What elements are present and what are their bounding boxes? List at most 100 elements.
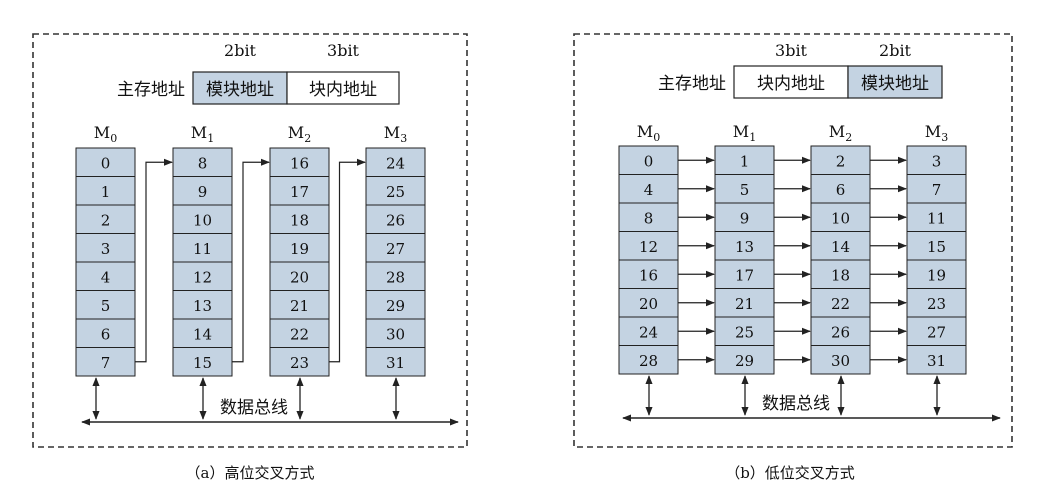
memory-cell	[172, 233, 233, 263]
memory-cell	[75, 318, 136, 348]
memory-cell	[172, 318, 233, 348]
memory-cell	[365, 176, 426, 206]
memory-cell	[906, 259, 967, 289]
memory-cell-value: 6	[836, 181, 846, 199]
memory-cell	[75, 176, 136, 206]
memory-cell-value: 6	[101, 325, 111, 343]
panel-high-order-interleaving: 主存地址模块地址2bit块内地址3bitM001234567M189101112…	[32, 33, 468, 448]
memory-cell	[269, 347, 330, 377]
memory-cell-value: 21	[735, 295, 754, 313]
memory-cell-value: 10	[831, 209, 850, 227]
memory-cell-value: 7	[932, 181, 942, 199]
memory-cell	[810, 174, 871, 204]
memory-cell	[906, 174, 967, 204]
memory-cell	[618, 345, 679, 375]
bus-label: 数据总线	[762, 394, 830, 414]
memory-cell-value: 18	[290, 211, 309, 229]
memory-cell-value: 29	[386, 297, 405, 315]
memory-cell	[269, 147, 330, 177]
bit-width-label: 3bit	[775, 41, 808, 60]
memory-cell	[618, 174, 679, 204]
memory-cell	[172, 147, 233, 177]
module-header: M3	[384, 123, 407, 145]
memory-cell-value: 28	[639, 352, 658, 370]
memory-cell-value: 16	[639, 266, 658, 284]
address-field-label: 块内地址	[309, 80, 377, 100]
memory-cell-value: 10	[193, 211, 212, 229]
memory-cell-value: 14	[193, 325, 212, 343]
block-address-field	[286, 71, 400, 105]
memory-cell	[172, 347, 233, 377]
memory-cell	[269, 176, 330, 206]
memory-cell-value: 30	[831, 352, 850, 370]
bit-width-label: 2bit	[879, 41, 912, 60]
address-field-label: 模块地址	[861, 74, 929, 94]
bit-width-label: 2bit	[224, 41, 257, 60]
memory-cell-value: 25	[386, 183, 405, 201]
memory-cell	[714, 174, 775, 204]
memory-cell	[172, 290, 233, 320]
memory-cell-value: 13	[735, 238, 754, 256]
memory-cell	[75, 233, 136, 263]
memory-cell-value: 17	[290, 183, 309, 201]
memory-cell-value: 19	[927, 266, 946, 284]
memory-cell-value: 22	[831, 295, 850, 313]
memory-cell	[269, 290, 330, 320]
memory-cell	[75, 290, 136, 320]
memory-cell	[365, 147, 426, 177]
module-header: M2	[288, 123, 311, 145]
memory-cell-value: 8	[198, 154, 208, 172]
memory-cell	[618, 231, 679, 261]
module-header: M1	[191, 123, 214, 145]
memory-cell-value: 14	[831, 238, 850, 256]
dashed-frame	[32, 33, 468, 448]
bit-width-label: 3bit	[327, 41, 360, 60]
memory-cell	[714, 345, 775, 375]
memory-cell	[906, 288, 967, 318]
memory-cell-value: 28	[386, 268, 405, 286]
memory-cell	[906, 145, 967, 175]
caption-a: （a）高位交叉方式	[186, 464, 315, 482]
caption-b: （b）低位交叉方式	[725, 464, 855, 482]
memory-cell	[906, 345, 967, 375]
block-address-field	[733, 65, 849, 99]
memory-cell-value: 1	[101, 183, 111, 201]
memory-cell	[365, 347, 426, 377]
memory-cell-value: 22	[290, 325, 309, 343]
sequence-arrow	[135, 158, 173, 363]
address-field-label: 模块地址	[206, 80, 274, 100]
module-header: M2	[829, 122, 852, 144]
memory-cell-value: 1	[740, 152, 750, 170]
bus-label: 数据总线	[220, 398, 288, 418]
memory-cell	[810, 145, 871, 175]
memory-cell-value: 19	[290, 240, 309, 258]
memory-cell	[810, 316, 871, 346]
memory-cell-value: 24	[639, 323, 658, 341]
sequence-arrow	[329, 158, 366, 363]
memory-cell	[810, 259, 871, 289]
memory-cell	[714, 202, 775, 232]
memory-cell-value: 3	[101, 240, 111, 258]
panel-low-order-interleaving: 主存地址块内地址3bit模块地址2bitM00481216202428M1159…	[573, 33, 1013, 448]
memory-cell	[618, 288, 679, 318]
memory-cell	[172, 261, 233, 291]
memory-cell-value: 18	[831, 266, 850, 284]
module-address-field	[847, 65, 943, 99]
memory-cell	[906, 316, 967, 346]
memory-cell-value: 15	[927, 238, 946, 256]
memory-cell-value: 26	[831, 323, 850, 341]
memory-cell-value: 23	[290, 354, 309, 372]
memory-cell-value: 30	[386, 325, 405, 343]
memory-cell-value: 2	[836, 152, 846, 170]
memory-cell-value: 12	[193, 268, 212, 286]
memory-cell-value: 20	[639, 295, 658, 313]
module-header: M1	[733, 122, 756, 144]
address-label: 主存地址	[117, 80, 185, 100]
memory-cell	[269, 233, 330, 263]
module-header: M0	[637, 122, 660, 144]
memory-cell	[172, 204, 233, 234]
memory-cell	[618, 316, 679, 346]
memory-cell	[906, 231, 967, 261]
memory-cell-value: 9	[198, 183, 208, 201]
